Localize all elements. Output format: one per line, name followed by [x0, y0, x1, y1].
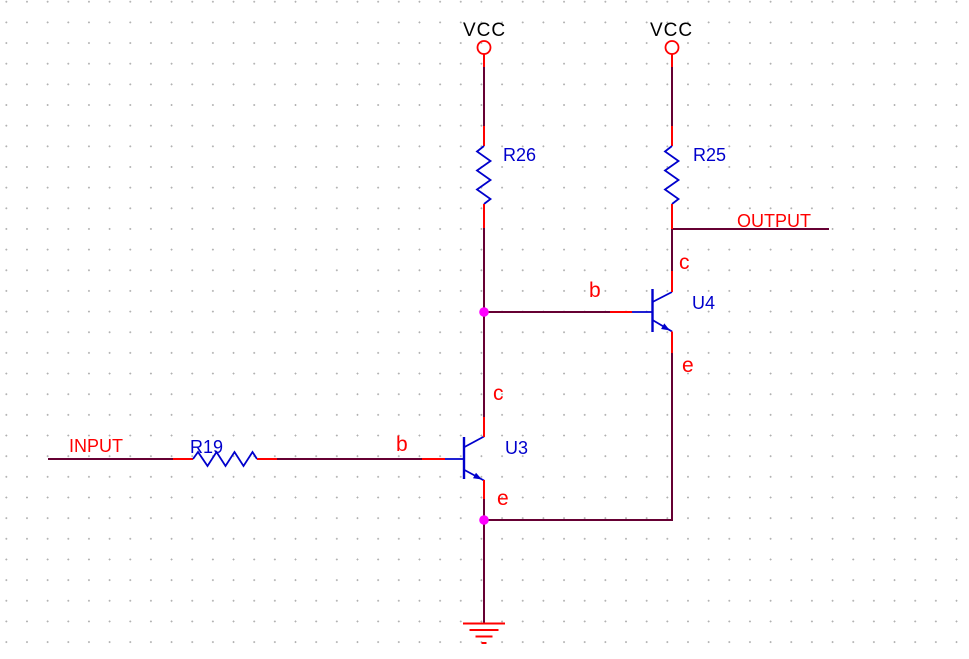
r19-ref-label[interactable]: R19 [190, 437, 224, 457]
vcc-terminal-left-icon[interactable] [476, 40, 492, 67]
vcc-terminal-right-icon[interactable] [664, 40, 680, 67]
r25-ref-label[interactable]: R25 [693, 145, 727, 165]
u3-ref-label[interactable]: U3 [505, 438, 529, 458]
r26-ref-label[interactable]: R26 [503, 145, 537, 165]
u3-pin-e-label: e [497, 487, 509, 510]
u3-pin-c-label: c [493, 382, 504, 405]
junction-dot-emitter-node[interactable] [479, 515, 489, 525]
u4-pin-e-label: e [682, 354, 694, 377]
u4-emitter-arrow-icon [661, 323, 670, 331]
wire-output-net[interactable] [671, 228, 829, 271]
u4-transistor[interactable] [610, 271, 673, 353]
u3-emitter-arrow-icon [473, 472, 482, 480]
vcc-left-label[interactable]: VCC [463, 20, 507, 41]
u4-ref-label[interactable]: U4 [692, 293, 716, 313]
junction-dot-base-node[interactable] [479, 307, 489, 317]
u3-transistor[interactable] [422, 417, 485, 499]
wire-emitter-ground-net[interactable] [483, 353, 673, 623]
input-net-label[interactable]: INPUT [69, 436, 123, 456]
vcc-right-label[interactable]: VCC [650, 20, 694, 41]
r26-resistor[interactable] [475, 126, 493, 228]
r25-resistor[interactable] [663, 126, 681, 229]
output-net-label[interactable]: OUTPUT [737, 211, 811, 231]
u4-pin-c-label: c [679, 251, 690, 274]
r19-resistor[interactable] [173, 450, 277, 468]
ground-symbol-icon[interactable] [463, 622, 505, 644]
u3-pin-b-label: b [396, 433, 408, 456]
u4-pin-b-label: b [589, 279, 601, 302]
